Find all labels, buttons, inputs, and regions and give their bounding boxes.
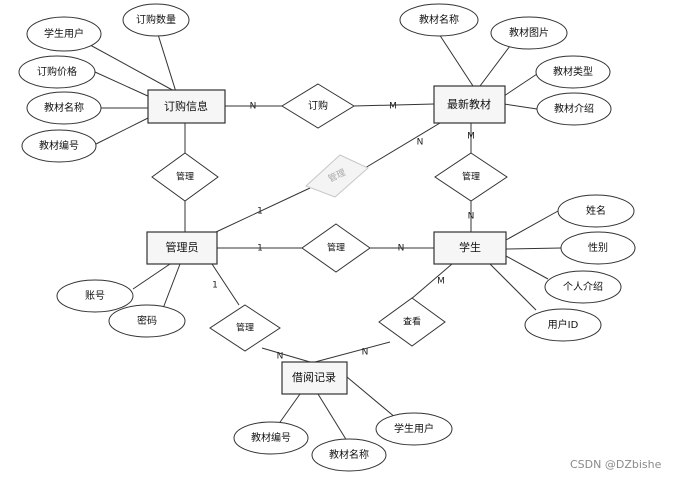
attr-textbook-name-label: 教材名称 (419, 13, 459, 26)
entity-borrow-record-label: 借阅记录 (292, 371, 336, 384)
edge-borrow-textbook-no (277, 393, 301, 426)
attr-order-price-label: 订购价格 (37, 65, 77, 78)
attr-order-student-user: 学生用户 (26, 16, 102, 52)
attr-textbook-image: 教材图片 (490, 16, 568, 50)
relationship-order-label: 订购 (308, 99, 328, 112)
attr-order-quantity: 订购数量 (122, 3, 190, 37)
entity-student-label: 学生 (459, 240, 481, 254)
attr-admin-account: 账号 (56, 279, 134, 313)
entity-latest-textbook: 最新教材 (433, 85, 506, 124)
card-student-borrow-m: M (437, 277, 445, 287)
entity-order-info: 订购信息 (147, 89, 226, 124)
edge-textbook-type (503, 73, 538, 97)
relationship-admin-borrow: 管理 (209, 304, 281, 352)
edge-student-intro (505, 255, 549, 280)
attr-student-gender-label: 性别 (588, 241, 608, 254)
card-admin-borrow-1: 1 (212, 281, 218, 291)
edge-view-to-record (314, 341, 391, 363)
card-admin-borrow-n: N (277, 352, 284, 362)
attr-order-quantity-label: 订购数量 (136, 13, 176, 26)
card-student-borrow-n: N (362, 348, 369, 358)
entity-admin-label: 管理员 (166, 240, 199, 254)
relationship-admin-order: 管理 (151, 152, 219, 202)
attr-textbook-intro-label: 教材介绍 (554, 102, 594, 115)
attr-admin-password: 密码 (108, 304, 186, 338)
edge-student-user-id (489, 263, 537, 311)
edge-admin-account (132, 263, 171, 290)
edge-borrow-manage-to-record (261, 347, 311, 363)
attr-admin-account-label: 账号 (85, 290, 105, 302)
edge-borrow-textbook-name (317, 393, 348, 442)
relationship-student-borrow-label: 查看 (403, 316, 421, 328)
relationship-textbook-student-label: 管理 (462, 171, 480, 183)
attr-textbook-image-label: 教材图片 (509, 26, 549, 39)
edge-student-to-view (409, 263, 453, 301)
attr-textbook-name: 教材名称 (399, 3, 479, 37)
relationship-admin-order-label: 管理 (176, 171, 194, 183)
edge-order-quantity (155, 27, 177, 93)
attr-borrow-textbook-name: 教材名称 (311, 438, 387, 472)
attr-order-textbook-name: 教材名称 (26, 91, 102, 125)
relationship-textbook-student: 管理 (434, 152, 508, 202)
relationship-admin-textbook: 管理 (305, 154, 369, 198)
attr-student-intro-label: 个人介绍 (563, 280, 603, 293)
attr-order-textbook-no: 教材编号 (21, 129, 97, 163)
card-order-n: N (250, 102, 257, 112)
card-textbook-student-n: N (468, 212, 475, 222)
card-textbook-student-m: M (467, 132, 475, 142)
edge-order-price (94, 71, 151, 98)
attr-order-textbook-name-label: 教材名称 (44, 101, 84, 114)
attr-student-name: 姓名 (557, 194, 635, 228)
attr-order-student-user-label: 学生用户 (44, 27, 84, 40)
attr-student-user-id: 用户ID (524, 308, 602, 342)
attr-textbook-type: 教材类型 (535, 55, 611, 89)
attr-student-user-id-label: 用户ID (548, 318, 579, 331)
card-admin-student-1: 1 (257, 244, 263, 254)
attr-order-textbook-no-label: 教材编号 (39, 139, 79, 152)
relationship-admin-borrow-label: 管理 (236, 322, 254, 334)
edge-admin-to-faded-manage (215, 187, 311, 233)
cardinalities: N M 1 N 1 N M N 1 N M N (212, 102, 475, 362)
attr-order-price: 订购价格 (18, 55, 96, 89)
edge-faded-manage-to-textbook (364, 122, 441, 169)
entity-order-info-label: 订购信息 (164, 99, 208, 113)
attr-student-intro: 个人介绍 (544, 270, 622, 304)
card-admin-textbook-1: 1 (257, 207, 263, 217)
attr-borrow-student-user-label: 学生用户 (394, 422, 434, 435)
relationship-admin-student: 管理 (301, 223, 371, 273)
edges (69, 27, 562, 442)
attr-student-name-label: 姓名 (586, 204, 606, 217)
relationship-order: 订购 (281, 83, 355, 129)
edge-textbook-name (438, 33, 474, 87)
entity-latest-textbook-label: 最新教材 (447, 97, 491, 111)
entity-borrow-record: 借阅记录 (281, 361, 348, 395)
edge-student-gender (505, 247, 562, 250)
card-admin-student-n: N (398, 244, 405, 254)
entity-student: 学生 (433, 231, 507, 265)
attr-admin-password-label: 密码 (137, 314, 157, 327)
edge-student-name (505, 210, 559, 241)
attr-borrow-textbook-name-label: 教材名称 (329, 448, 369, 461)
relationship-student-borrow: 查看 (378, 297, 446, 347)
edge-order-textbook-no (95, 116, 151, 145)
edge-admin-to-borrow-manage (211, 263, 240, 306)
entity-admin: 管理员 (146, 231, 218, 265)
card-order-m: M (389, 102, 397, 112)
edge-borrow-student-user (346, 376, 397, 419)
watermark: CSDN @DZbishe (570, 458, 662, 471)
attr-textbook-type-label: 教材类型 (553, 65, 593, 78)
edge-order-to-textbook (353, 103, 435, 107)
card-admin-textbook-n: N (417, 138, 424, 148)
attr-borrow-textbook-no: 教材编号 (233, 421, 309, 455)
attr-textbook-intro: 教材介绍 (536, 92, 612, 126)
attr-borrow-textbook-no-label: 教材编号 (251, 431, 291, 444)
attr-borrow-student-user: 学生用户 (375, 412, 453, 446)
edge-textbook-intro (503, 103, 538, 110)
edge-textbook-image (479, 45, 511, 87)
relationship-admin-student-label: 管理 (327, 242, 345, 254)
edge-admin-password (161, 263, 181, 312)
attr-student-gender: 性别 (560, 231, 636, 265)
